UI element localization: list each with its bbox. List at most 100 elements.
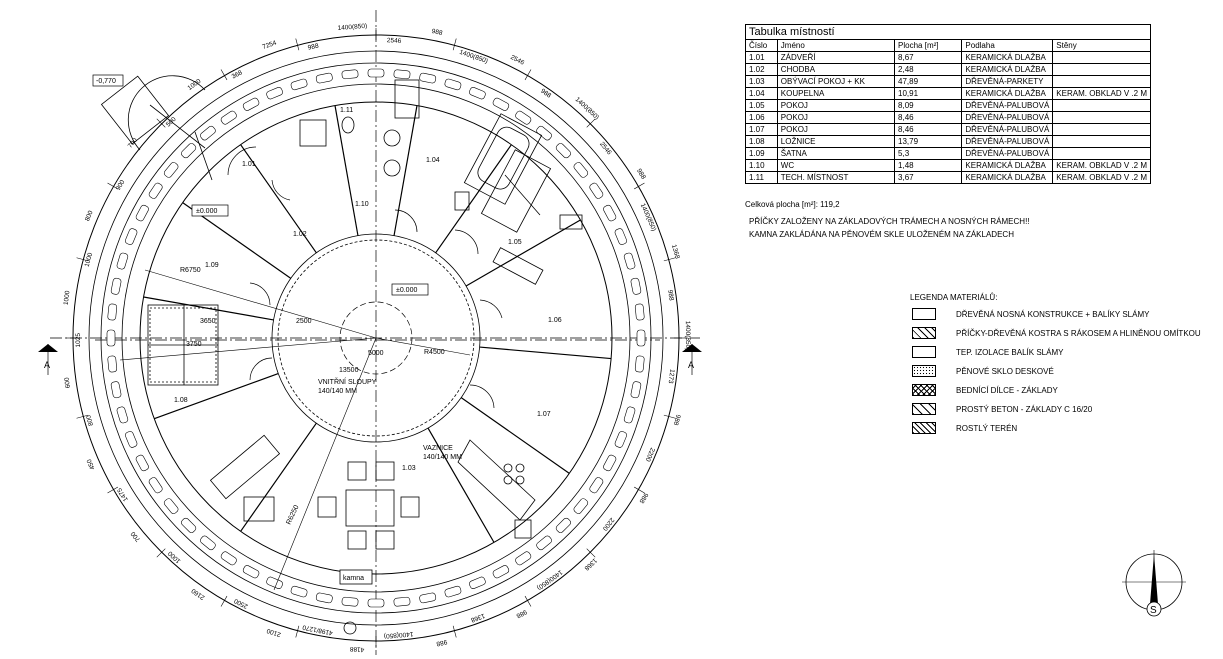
dimension-label: 988	[666, 289, 675, 301]
straw-bale	[290, 585, 308, 598]
partition-wall	[460, 397, 570, 474]
room-table-title: Tabulka místností	[745, 24, 1151, 40]
room-table-cell: 2,48	[894, 63, 963, 76]
legend-swatch	[912, 308, 936, 320]
room-table-cell: ŠATNA	[776, 147, 896, 160]
room-label: 1.07	[537, 411, 551, 418]
room-table-cell	[1052, 123, 1151, 136]
room-table-cell	[1052, 63, 1151, 76]
straw-bale	[135, 204, 149, 222]
room-table-cell: TECH. MÍSTNOST	[776, 171, 896, 184]
room-table-cell: WC	[776, 159, 896, 172]
dimension-label: 988	[431, 28, 443, 37]
dimension-label: 500	[165, 116, 178, 129]
straw-bale	[125, 228, 138, 245]
svg-text:-0,770: -0,770	[96, 78, 116, 85]
room-table-cell: KERAMICKÁ DLAŽBA	[961, 51, 1054, 64]
straw-bale	[573, 162, 589, 178]
straw-bale	[367, 68, 385, 78]
room-table-cell: POKOJ	[776, 99, 896, 112]
floor-plan: 1.01 1.02 1.03 1.04 1.05 1.06 1.07 1.08 …	[38, 10, 702, 655]
svg-text:140/140 MM: 140/140 MM	[423, 454, 462, 461]
dimension-label: 988	[539, 88, 552, 100]
straw-bale	[393, 596, 411, 607]
dimension-label: 7254	[261, 39, 277, 51]
straw-bale	[623, 406, 636, 424]
dimension-label: 1025	[75, 333, 82, 348]
room-table-cell: KERAMICKÁ DLAŽBA	[961, 63, 1054, 76]
room-label: 1.01	[242, 161, 256, 168]
straw-bale	[419, 592, 437, 604]
svg-text:A: A	[44, 360, 50, 370]
svg-text:±0.000: ±0.000	[196, 208, 217, 215]
straw-bale	[603, 204, 617, 222]
room-label: 1.03	[402, 465, 416, 472]
straw-bale	[315, 592, 333, 604]
straw-bale	[200, 125, 216, 141]
straw-bale	[515, 110, 532, 125]
partition-wall	[143, 296, 274, 321]
legend-item: PĚNOVÉ SKLO DESKOVÉ	[912, 364, 1054, 378]
note-line: KAMNA ZAKLÁDÁNA NA PĚNOVÉM SKLE ULOŽENÉM…	[749, 230, 1014, 239]
dimension-label: 988	[435, 638, 447, 647]
svg-text:VAZNICE: VAZNICE	[423, 445, 453, 452]
dimension-tick	[633, 182, 645, 190]
legend-label: PĚNOVÉ SKLO DESKOVÉ	[956, 366, 1054, 376]
room-table-cell	[1052, 111, 1151, 124]
room-labels: 1.01 1.02 1.03 1.04 1.05 1.06 1.07 1.08 …	[174, 107, 562, 472]
dimension-label: 800	[84, 209, 95, 222]
living-room-furniture	[209, 434, 420, 550]
straw-bale	[181, 517, 197, 533]
axis-lines	[50, 10, 700, 655]
dimension-label: 2200	[644, 446, 656, 462]
room-label: 1.10	[355, 201, 369, 208]
dimension-tick	[76, 414, 89, 419]
dimension-label: 450	[86, 458, 97, 471]
room-table-cell: 8,46	[894, 123, 963, 136]
dimension-tick	[76, 257, 89, 262]
inner-core	[271, 233, 481, 443]
dimension-label: 1000	[63, 290, 72, 306]
dimension-tick	[107, 182, 119, 190]
dimension-label: 600	[63, 377, 72, 389]
legend-item: TEP. IZOLACE BALÍK SLÁMY	[912, 345, 1063, 359]
svg-text:5000: 5000	[368, 350, 384, 357]
dimension-label: 1368	[582, 557, 598, 572]
radius-lines	[119, 269, 471, 591]
room-table-cell	[1052, 147, 1151, 160]
straw-bale	[110, 277, 122, 295]
straw-bale	[181, 143, 197, 159]
room-table-cell: DŘEVĚNÁ-PALUBOVÁ	[961, 135, 1054, 148]
dimension-tick	[107, 486, 119, 494]
straw-bale	[630, 277, 642, 295]
straw-bale	[419, 72, 437, 84]
straw-bale	[106, 329, 116, 347]
dimension-label: 1400(850)	[384, 630, 414, 639]
dimension-label: 2500	[233, 597, 249, 610]
straw-bale	[515, 551, 532, 566]
legend-swatch	[912, 327, 936, 339]
dimension-tick	[663, 257, 676, 262]
partition-wall	[334, 105, 359, 236]
legend-item: DŘEVĚNÁ NOSNÁ KONSTRUKCE + BALÍKY SLÁMY	[912, 307, 1149, 321]
room-table-cell: DŘEVĚNÁ-PALUBOVÁ	[961, 111, 1054, 124]
dimension-tick	[220, 595, 228, 607]
room-table-cell: 1.10	[745, 159, 778, 172]
legend-label: PŘÍČKY-DŘEVĚNÁ KOSTRA S RÁKOSEM A HLINĚN…	[956, 328, 1201, 338]
dimension-tick	[220, 69, 228, 81]
legend-label: DŘEVĚNÁ NOSNÁ KONSTRUKCE + BALÍKY SLÁMY	[956, 309, 1150, 319]
straw-bale	[116, 252, 129, 270]
dimension-label: 988	[515, 608, 528, 619]
straw-bale	[341, 596, 359, 607]
partition-wall	[479, 346, 612, 360]
dimension-tick	[295, 38, 300, 51]
dimension-label: 900	[115, 179, 127, 192]
straw-bale	[220, 551, 237, 566]
svg-text:R6750: R6750	[180, 267, 201, 274]
dimension-label: 2100	[266, 626, 282, 637]
dimension-label: 800	[85, 414, 95, 427]
legend-swatch	[912, 403, 936, 415]
door-swings	[227, 146, 503, 409]
